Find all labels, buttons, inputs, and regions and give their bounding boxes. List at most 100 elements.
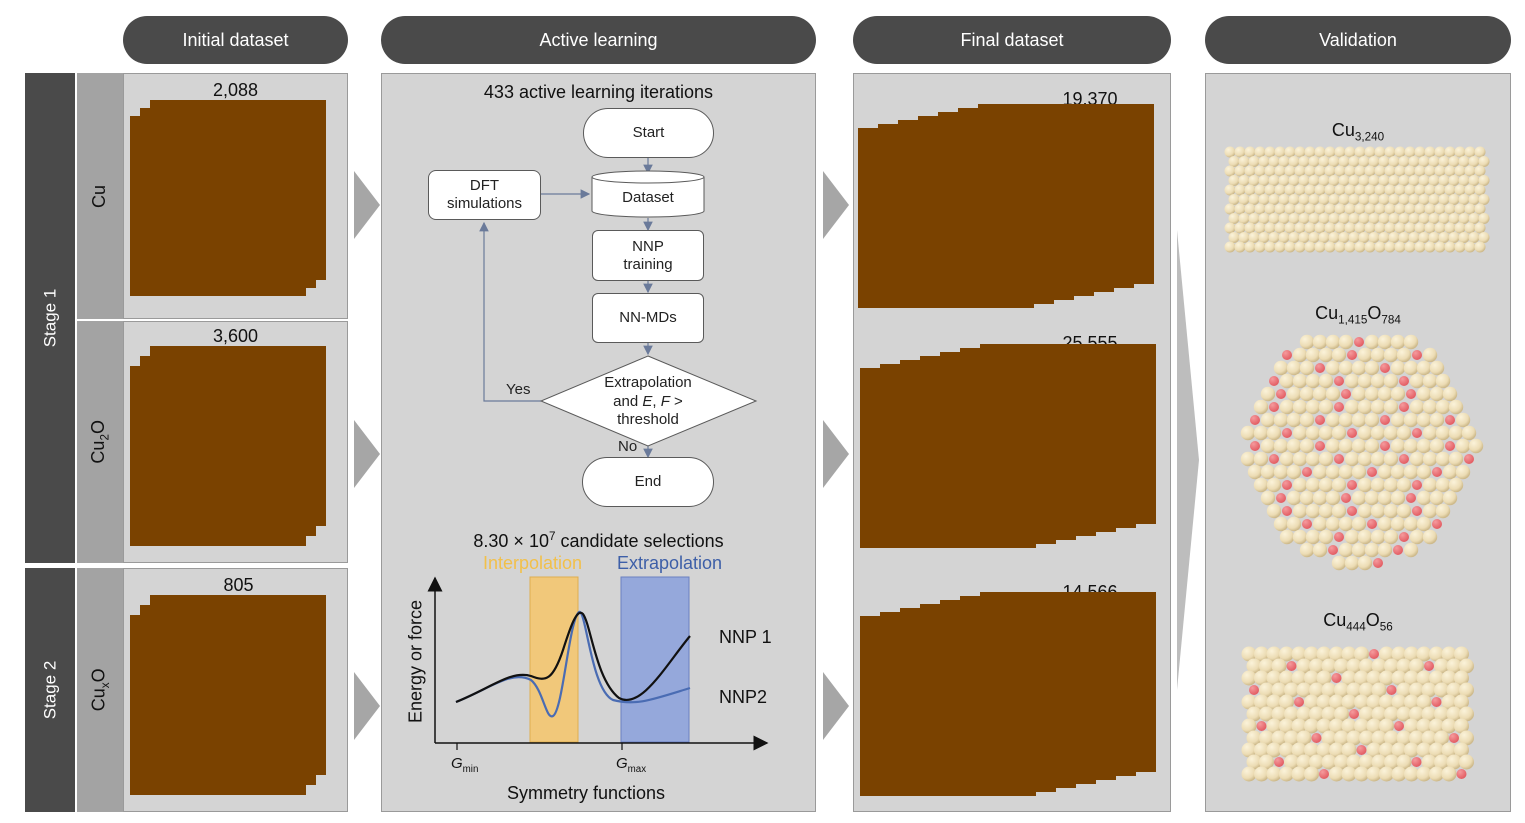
cu-atom	[1366, 694, 1382, 710]
cu-atom	[1278, 194, 1290, 205]
cu-atom	[1459, 730, 1474, 746]
cu-atom	[1351, 360, 1367, 376]
cu-atom	[1286, 386, 1302, 402]
initial-cu-count: 2,088	[212, 80, 259, 100]
cu-atom	[1442, 490, 1458, 506]
cu-atom	[1390, 516, 1406, 532]
cu-atom	[1422, 477, 1438, 493]
cu-atom	[1364, 490, 1380, 506]
cu-atom	[1416, 516, 1432, 532]
stage-1-label: Stage 1	[25, 73, 75, 563]
cu-atom	[1444, 146, 1456, 158]
cu-atom	[1292, 347, 1308, 363]
cu-atom	[1378, 232, 1390, 243]
cu-atom	[1266, 766, 1282, 782]
cu-atom	[1388, 156, 1400, 167]
cu-atom	[1304, 766, 1319, 782]
o-atom	[1399, 454, 1409, 464]
cu-atom	[1305, 503, 1321, 519]
cu-atom	[1378, 175, 1390, 186]
cu-atom	[1464, 184, 1476, 196]
cu-atom	[1299, 334, 1315, 350]
initial-cuxo-stack	[130, 595, 326, 795]
cu-atom	[1391, 646, 1407, 662]
cu-atom	[1274, 241, 1286, 253]
cu-atom	[1244, 241, 1256, 253]
cu-atom	[1429, 360, 1445, 376]
cu-atom	[1409, 706, 1424, 722]
cu-atom	[1446, 658, 1462, 674]
cu-atom	[1398, 194, 1410, 205]
o-atom	[1347, 428, 1357, 438]
o-atom	[1269, 376, 1279, 386]
validation-atoms	[1224, 146, 1490, 253]
cu-atom	[1354, 646, 1369, 662]
cu-atom	[1429, 766, 1444, 782]
cu-atom	[1304, 742, 1319, 758]
cu-atom	[1403, 516, 1419, 532]
cu-atom	[1253, 477, 1269, 493]
cu-atom	[1438, 232, 1450, 243]
cu-atom	[1474, 241, 1486, 253]
cu-atom	[1338, 516, 1354, 532]
cu-atom	[1308, 213, 1320, 224]
cu-atom	[1348, 232, 1360, 243]
cu-atom	[1388, 194, 1400, 205]
o-atom	[1315, 415, 1325, 425]
arrow-al-to-final-1	[823, 171, 849, 239]
o-atom	[1431, 697, 1442, 707]
o-atom	[1373, 558, 1383, 568]
cu-atom	[1416, 742, 1432, 758]
cu-atom	[1254, 241, 1266, 253]
cu-atom	[1344, 203, 1356, 215]
candidate-selections-label: 8.30 × 107 candidate selections	[473, 530, 724, 551]
cu-atom	[1422, 399, 1438, 415]
cu-atom	[1359, 706, 1374, 722]
cu-atom	[1338, 194, 1350, 205]
cu-atom	[1260, 438, 1276, 454]
validation-cu1415o784-label: Cu1,415O784	[1315, 303, 1401, 327]
cu-atom	[1279, 718, 1294, 734]
cu-atom	[1274, 222, 1286, 234]
cu-atom	[1241, 718, 1257, 734]
cu-atom	[1379, 742, 1394, 758]
o-atom	[1274, 757, 1284, 767]
cu-atom	[1429, 490, 1445, 506]
panel-background	[150, 100, 326, 280]
cu-atom	[1254, 203, 1266, 215]
cu-atom	[1274, 184, 1286, 196]
o-atom	[1315, 363, 1325, 373]
cu-atom	[1478, 232, 1490, 243]
cu-atom	[1259, 730, 1274, 746]
cu-atom	[1228, 175, 1240, 186]
cu-atom	[1468, 232, 1480, 243]
cu-atom	[1454, 241, 1466, 253]
cu-atom	[1444, 184, 1456, 196]
cu-atom	[1359, 754, 1374, 770]
cu-atom	[1474, 165, 1486, 177]
cu-atom	[1338, 438, 1354, 454]
cu-atom	[1304, 670, 1319, 686]
o-atom	[1282, 506, 1292, 516]
cu-atom	[1329, 646, 1344, 662]
cu-atom	[1441, 742, 1457, 758]
cu-atom	[1234, 203, 1246, 215]
cu-atom	[1312, 464, 1328, 480]
cu-atom	[1331, 477, 1347, 493]
o-atom	[1269, 402, 1279, 412]
panel-background	[150, 595, 326, 775]
o-atom	[1354, 337, 1364, 347]
cu-atom	[1383, 347, 1399, 363]
dataset-cylinder	[591, 170, 705, 218]
interpolation-region	[529, 576, 579, 743]
cu-atom	[1234, 146, 1246, 158]
cu-atom	[1228, 232, 1240, 243]
cu-atom	[1394, 165, 1406, 177]
cu-atom	[1279, 694, 1294, 710]
cu-atom	[1292, 477, 1308, 493]
cu-atom	[1284, 730, 1299, 746]
cu-atom	[1366, 670, 1382, 686]
cu-atom	[1284, 165, 1296, 177]
atom-panel	[978, 104, 1154, 284]
